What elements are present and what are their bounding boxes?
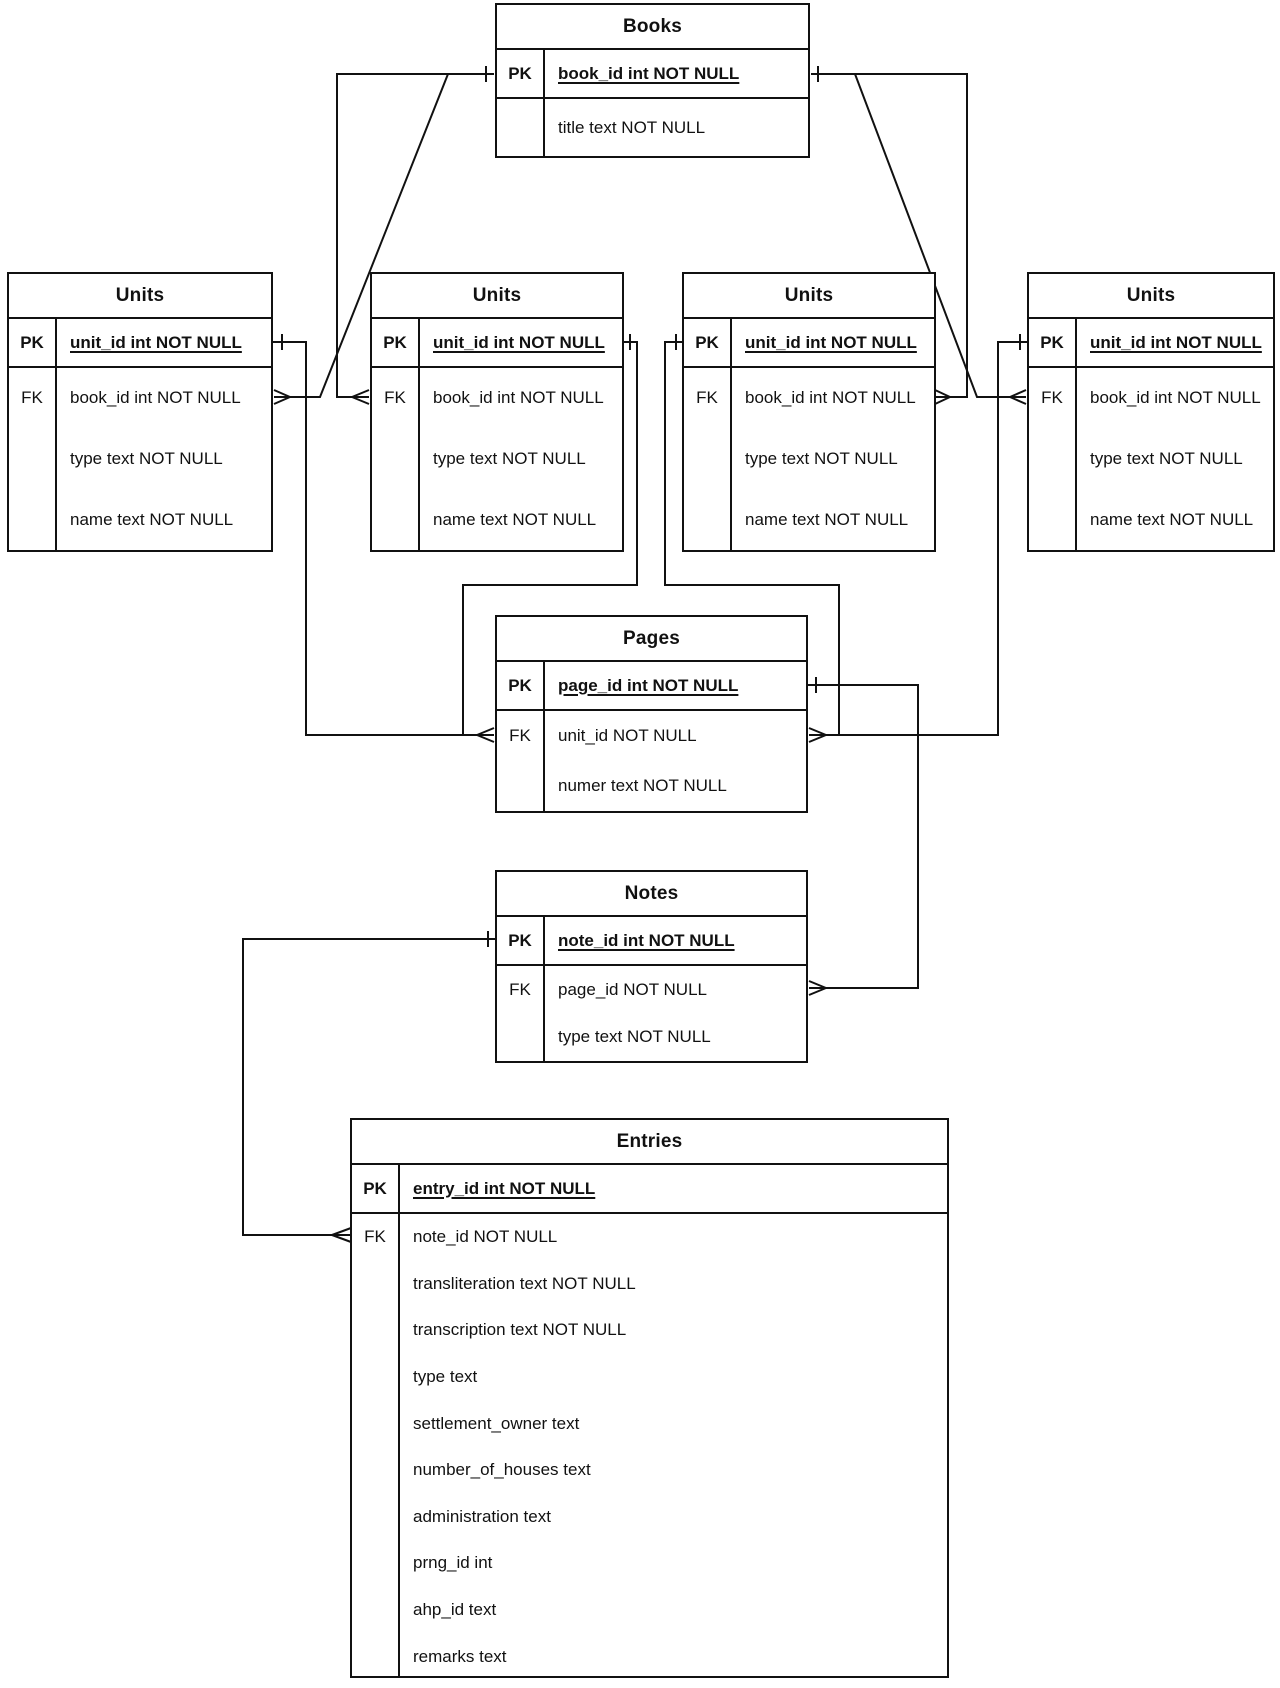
field-row: book_id int NOT NULL <box>745 388 916 408</box>
crow-foot-icon <box>808 980 827 996</box>
table-body: FK book_id int NOT NULL type text NOT NU… <box>1029 368 1273 550</box>
field-row: settlement_owner text <box>413 1413 580 1433</box>
table-body: FK page_id NOT NULL type text NOT NULL <box>497 966 806 1061</box>
field-row: prng_id int <box>413 1553 493 1573</box>
field-row: name text NOT NULL <box>1090 509 1254 529</box>
table-title: Books <box>497 5 808 50</box>
field-row: type text <box>413 1367 478 1387</box>
crow-foot-icon <box>808 727 827 743</box>
pk-key-label: PK <box>1029 319 1077 366</box>
table-units-2: Units PK unit_id int NOT NULL FK book_id… <box>370 272 624 552</box>
fk-key-label: FK <box>21 388 43 408</box>
crow-foot-icon <box>1009 389 1027 405</box>
table-title: Pages <box>497 617 806 662</box>
key-column: FK <box>684 368 732 550</box>
pk-row: PK unit_id int NOT NULL <box>372 319 622 368</box>
key-column: FK <box>352 1214 400 1676</box>
pk-field: entry_id int NOT NULL <box>413 1178 596 1198</box>
pk-row: PK page_id int NOT NULL <box>497 662 806 711</box>
pk-field: note_id int NOT NULL <box>558 930 735 950</box>
crow-foot-icon <box>934 389 951 405</box>
table-title: Units <box>1029 274 1273 319</box>
table-notes: Notes PK note_id int NOT NULL FK page_id… <box>495 870 808 1063</box>
table-units-4: Units PK unit_id int NOT NULL FK book_id… <box>1027 272 1275 552</box>
field-row: transliteration text NOT NULL <box>413 1273 636 1293</box>
pk-row: PK note_id int NOT NULL <box>497 917 806 966</box>
pk-row: PK entry_id int NOT NULL <box>352 1165 947 1214</box>
field-row: type text NOT NULL <box>1090 448 1243 468</box>
fk-key-label: FK <box>696 388 718 408</box>
pk-field: page_id int NOT NULL <box>558 675 739 695</box>
field-row: type text NOT NULL <box>558 1027 711 1047</box>
field-row: remarks text <box>413 1646 507 1666</box>
pk-row: PK unit_id int NOT NULL <box>684 319 934 368</box>
field-row: name text NOT NULL <box>70 509 234 529</box>
table-units-1: Units PK unit_id int NOT NULL FK book_id… <box>7 272 273 552</box>
key-column: FK <box>497 711 545 811</box>
table-title: Units <box>684 274 934 319</box>
table-units-3: Units PK unit_id int NOT NULL FK book_id… <box>682 272 936 552</box>
crow-foot-icon <box>273 389 291 405</box>
pk-row: PK book_id int NOT NULL <box>497 50 808 99</box>
connector-pages-notes <box>807 677 919 996</box>
pk-field: unit_id int NOT NULL <box>745 332 917 352</box>
field-row: page_id NOT NULL <box>558 979 707 999</box>
field-row: type text NOT NULL <box>70 448 223 468</box>
pk-key-label: PK <box>9 319 57 366</box>
table-entries: Entries PK entry_id int NOT NULL FK note… <box>350 1118 949 1678</box>
crow-foot-icon <box>351 389 370 405</box>
table-body: FK book_id int NOT NULL type text NOT NU… <box>9 368 271 550</box>
table-body: FK book_id int NOT NULL type text NOT NU… <box>684 368 934 550</box>
crow-foot-icon <box>331 1227 352 1243</box>
key-column: FK <box>372 368 420 550</box>
field-row: type text NOT NULL <box>433 448 586 468</box>
pk-field: unit_id int NOT NULL <box>433 332 605 352</box>
pk-field: book_id int NOT NULL <box>558 63 740 83</box>
pk-field: unit_id int NOT NULL <box>70 332 242 352</box>
pk-key-label: PK <box>497 50 545 97</box>
fk-key-label: FK <box>384 388 406 408</box>
field-row: numer text NOT NULL <box>558 776 727 795</box>
key-column: FK <box>9 368 57 550</box>
pk-key-label: PK <box>497 662 545 709</box>
pk-key-label: PK <box>352 1165 400 1212</box>
table-body: title text NOT NULL <box>497 99 808 156</box>
field-row: name text NOT NULL <box>745 509 909 529</box>
table-title: Notes <box>497 872 806 917</box>
fk-key-label: FK <box>364 1227 386 1247</box>
field-row: transcription text NOT NULL <box>413 1320 627 1340</box>
crow-foot-icon <box>476 727 495 743</box>
table-body: FK book_id int NOT NULL type text NOT NU… <box>372 368 622 550</box>
table-books: Books PK book_id int NOT NULL title text… <box>495 3 810 158</box>
pk-key-label: PK <box>684 319 732 366</box>
pk-row: PK unit_id int NOT NULL <box>9 319 271 368</box>
field-row: ahp_id text <box>413 1600 497 1620</box>
key-column: FK <box>497 966 545 1061</box>
key-column <box>497 99 545 156</box>
table-body: FK note_id NOT NULL transliteration text… <box>352 1214 947 1676</box>
field-row: book_id int NOT NULL <box>1090 388 1261 408</box>
pk-field: unit_id int NOT NULL <box>1090 332 1262 352</box>
fk-key-label: FK <box>509 979 531 999</box>
field-row: book_id int NOT NULL <box>70 388 241 408</box>
key-column: FK <box>1029 368 1077 550</box>
pk-key-label: PK <box>372 319 420 366</box>
fk-key-label: FK <box>509 726 531 745</box>
field-row: administration text <box>413 1506 551 1526</box>
table-title: Units <box>372 274 622 319</box>
field-row: unit_id NOT NULL <box>558 726 697 745</box>
table-pages: Pages PK page_id int NOT NULL FK unit_id… <box>495 615 808 813</box>
field-row: number_of_houses text <box>413 1460 591 1480</box>
field-row: name text NOT NULL <box>433 509 597 529</box>
field-row: type text NOT NULL <box>745 448 898 468</box>
table-body: FK unit_id NOT NULL numer text NOT NULL <box>497 711 806 811</box>
table-title: Entries <box>352 1120 947 1165</box>
pk-key-label: PK <box>497 917 545 964</box>
pk-row: PK unit_id int NOT NULL <box>1029 319 1273 368</box>
field-row: book_id int NOT NULL <box>433 388 604 408</box>
field-row: note_id NOT NULL <box>413 1227 558 1247</box>
table-title: Units <box>9 274 271 319</box>
field-row: title text NOT NULL <box>558 117 706 137</box>
fk-key-label: FK <box>1041 388 1063 408</box>
